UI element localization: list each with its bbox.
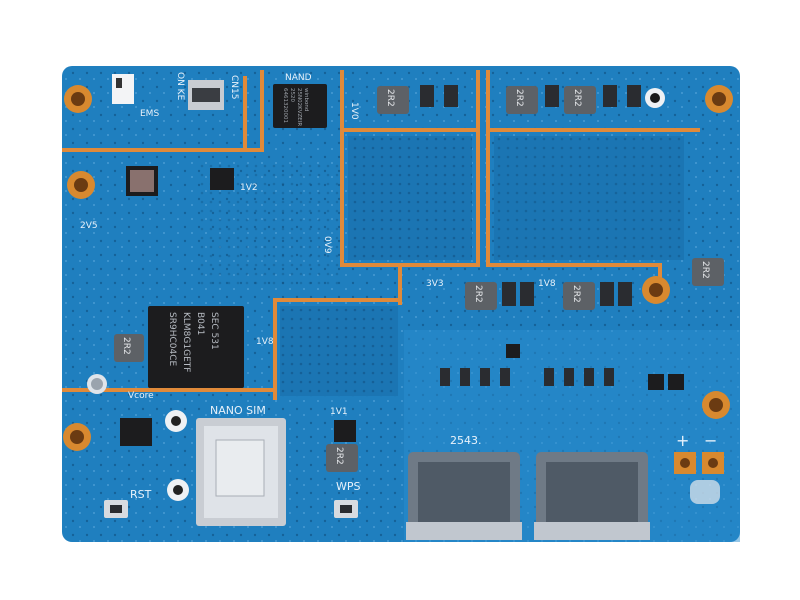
label-minus: − [704, 431, 717, 450]
label-vcore: Vcore [128, 391, 154, 401]
inductor-label: 2R2 [571, 285, 581, 303]
emmc-marking-1: SR9HC04CE [167, 312, 177, 366]
label-nano-sim: NANO SIM [210, 404, 266, 417]
inductor [563, 282, 595, 310]
label-1v0: 1V0 [349, 102, 359, 120]
ic [120, 418, 152, 446]
inductor-label: 2R2 [514, 89, 524, 107]
nand-marking-4: 6461320001 [282, 88, 288, 123]
emmc-marking-3: B041 [195, 312, 205, 335]
label-plus: + [676, 431, 689, 450]
inductor [114, 334, 144, 362]
label-ems: EMS [140, 109, 159, 119]
label-rst: RST [130, 488, 152, 501]
inductor-label: 2R2 [334, 447, 344, 465]
mounting-holes [63, 85, 733, 501]
nano-sim-slot [196, 418, 286, 526]
inductor [506, 86, 538, 114]
label-1v2: 1V2 [240, 183, 258, 193]
label-1v1: 1V1 [330, 407, 348, 417]
label-3v3: 3V3 [426, 279, 444, 289]
label-1v8-mid: 1V8 [256, 337, 274, 347]
inductor-label: 2R2 [121, 337, 131, 355]
ic [210, 168, 234, 190]
nand-chip [273, 84, 327, 128]
inductor [377, 86, 409, 114]
label-usb-code: 2543. [450, 434, 482, 447]
inductor [564, 86, 596, 114]
emmc-chip [148, 306, 244, 388]
ic [334, 420, 356, 442]
ic [648, 374, 664, 390]
emmc-marking-4: SEC 531 [209, 312, 219, 350]
label-0v9: 0V9 [322, 236, 332, 254]
inductor [465, 282, 497, 310]
nand-marking-1: winbond [303, 88, 309, 111]
inductors [114, 86, 724, 472]
ic [668, 374, 684, 390]
inductor-label: 2R2 [700, 261, 710, 279]
inductor-label: 2R2 [572, 89, 582, 107]
nand-marking-3: 2520 [289, 88, 295, 102]
label-nand: NAND [285, 73, 312, 83]
label-2v5: 2V5 [80, 221, 98, 231]
nand-marking-2: 25N02KVZEIR [296, 88, 302, 126]
emmc-marking-2: KLM8G1GETF [181, 312, 191, 372]
inductor [692, 258, 724, 286]
ic [506, 344, 520, 358]
label-switch: ON KE [175, 72, 185, 101]
inductor-label: 2R2 [385, 89, 395, 107]
inductor-label: 2R2 [473, 285, 483, 303]
label-cn15: CN15 [229, 75, 239, 99]
label-wps: WPS [336, 480, 361, 493]
label-1v8-top: 1V8 [538, 279, 556, 289]
inductor [326, 444, 358, 472]
usb-c-connectors [406, 452, 650, 540]
dip-switch [112, 74, 134, 104]
